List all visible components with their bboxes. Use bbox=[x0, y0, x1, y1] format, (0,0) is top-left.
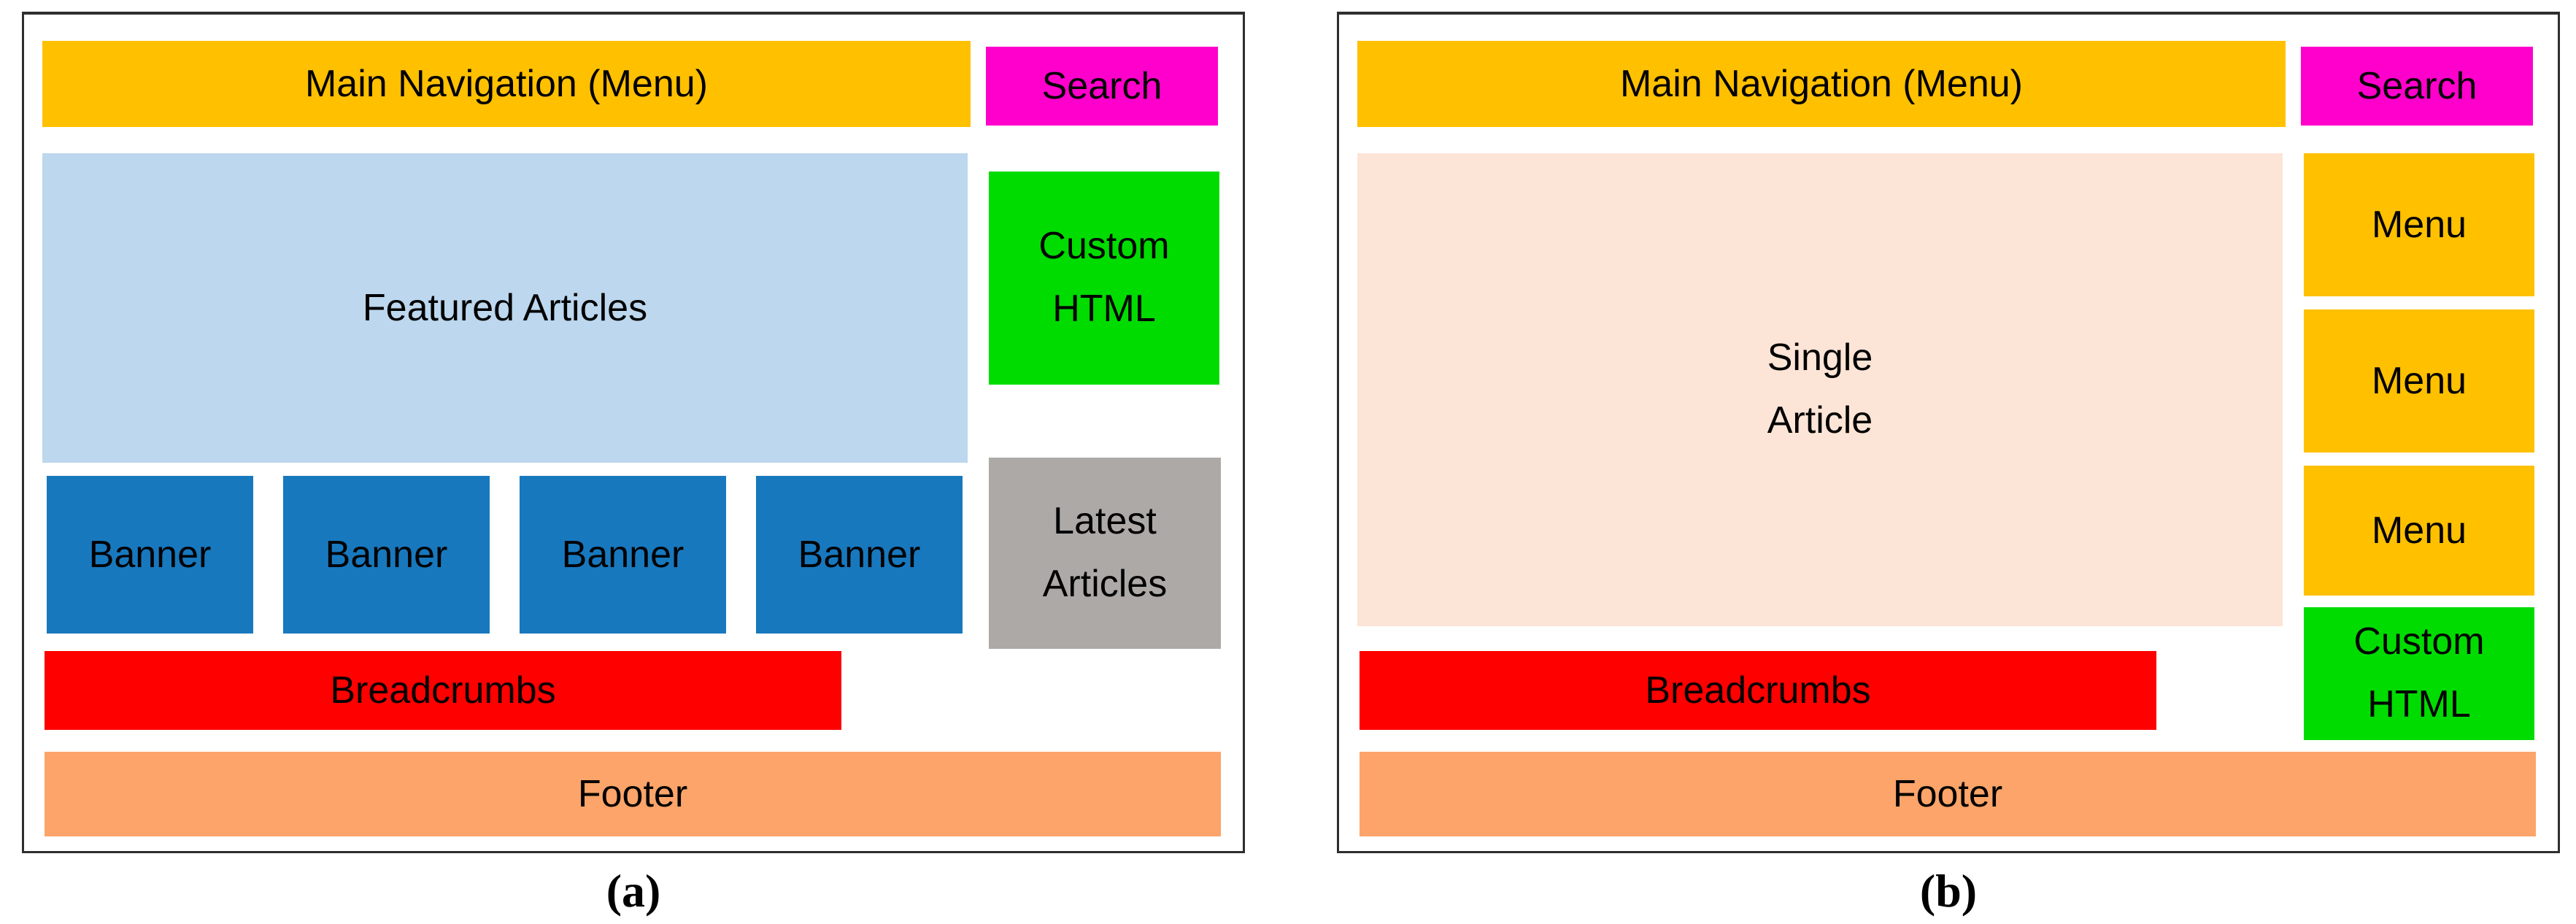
single-article-label-line2: Article bbox=[1767, 399, 1873, 442]
latest-articles-label-line1: Latest bbox=[1053, 500, 1157, 543]
footer-bar: Footer bbox=[45, 752, 1221, 836]
breadcrumbs-bar: Breadcrumbs bbox=[45, 651, 841, 730]
custom-html-box: Custom HTML bbox=[989, 172, 1219, 385]
breadcrumbs-bar: Breadcrumbs bbox=[1360, 651, 2156, 730]
banner-box: Banner bbox=[756, 476, 963, 634]
banner-box: Banner bbox=[283, 476, 490, 634]
custom-html-label-line1: Custom bbox=[2353, 620, 2485, 663]
search-box: Search bbox=[986, 47, 1218, 126]
layout-panel-b: Main Navigation (Menu) Search Single Art… bbox=[1337, 12, 2560, 853]
figure-caption-a: (a) bbox=[606, 865, 661, 917]
menu-box: Menu bbox=[2304, 466, 2534, 596]
custom-html-box: Custom HTML bbox=[2304, 607, 2534, 740]
custom-html-label-line2: HTML bbox=[2367, 683, 2471, 725]
menu-box: Menu bbox=[2304, 153, 2534, 296]
custom-html-label-line1: Custom bbox=[1038, 225, 1170, 268]
featured-articles-box: Featured Articles bbox=[42, 153, 968, 463]
menu-box: Menu bbox=[2304, 309, 2534, 453]
layout-panel-a: Main Navigation (Menu) Search Featured A… bbox=[22, 12, 1245, 853]
banner-box: Banner bbox=[47, 476, 253, 634]
search-box: Search bbox=[2301, 47, 2533, 126]
single-article-label-line1: Single bbox=[1767, 336, 1873, 380]
banner-box: Banner bbox=[520, 476, 726, 634]
custom-html-label-line2: HTML bbox=[1052, 288, 1156, 330]
main-navigation-bar: Main Navigation (Menu) bbox=[1357, 41, 2286, 127]
latest-articles-label-line2: Articles bbox=[1042, 563, 1168, 605]
figure-caption-b: (b) bbox=[1919, 865, 1978, 917]
main-navigation-bar: Main Navigation (Menu) bbox=[42, 41, 971, 127]
footer-bar: Footer bbox=[1360, 752, 2536, 836]
single-article-box: Single Article bbox=[1357, 153, 2283, 626]
latest-articles-box: Latest Articles bbox=[989, 458, 1221, 649]
